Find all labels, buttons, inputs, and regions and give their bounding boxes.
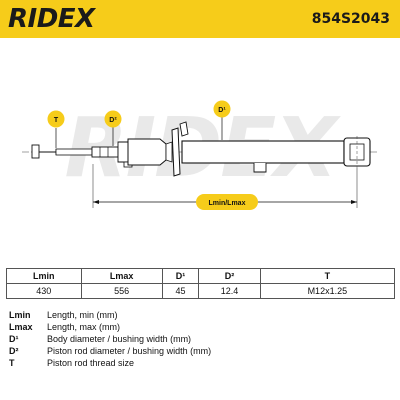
d1-badge — [213, 100, 231, 118]
spec-value-lmax: 556 — [80, 283, 163, 299]
spec-table: Lmin Lmax D¹ D² T 430 556 45 12.4 M12x1.… — [6, 268, 396, 299]
length-badge-label: Lmin/Lmax — [209, 200, 246, 207]
legend-desc: Length, max (mm) — [47, 322, 121, 332]
body-bracket — [253, 163, 267, 173]
d2-badge — [104, 110, 122, 128]
spec-value-row: 430 556 45 12.4 M12x1.25 — [6, 283, 396, 299]
legend-item: D² Piston rod diameter / bushing width (m… — [9, 345, 211, 357]
legend-item: Lmin Length, min (mm) — [9, 309, 211, 321]
spec-header-d2: D² — [198, 268, 261, 284]
legend-key: D¹ — [9, 334, 19, 344]
legend: Lmin Length, min (mm) Lmax Length, max (mm… — [9, 309, 211, 369]
legend-desc: Body diameter / bushing width (mm) — [47, 334, 192, 344]
rod-collar — [91, 146, 119, 158]
spec-value-d2: 12.4 — [198, 283, 261, 299]
length-badge — [196, 194, 258, 210]
legend-item: Lmax Length, max (mm) — [9, 321, 211, 333]
spec-header-lmax: Lmax — [80, 268, 163, 284]
piston-rod — [55, 148, 93, 156]
thread-nut — [31, 144, 40, 159]
t-badge — [47, 110, 65, 128]
legend-desc: Piston rod thread size — [47, 358, 135, 368]
legend-key: Lmax — [9, 322, 33, 332]
spec-header-lmin: Lmin — [6, 268, 82, 284]
legend-key: D² — [9, 346, 19, 356]
brand-logo: RIDEX — [8, 4, 95, 34]
spec-value-t: M12x1.25 — [259, 283, 396, 299]
body-tube — [181, 140, 345, 164]
spec-header-row: Lmin Lmax D¹ D² T — [6, 268, 396, 284]
spec-header-d1: D¹ — [161, 268, 200, 284]
t-badge-label: T — [54, 117, 59, 124]
legend-desc: Length, min (mm) — [47, 310, 118, 320]
d1-badge-label: D¹ — [218, 107, 226, 114]
shock-absorber-drawing: RIDEX D¹ D² T Lmin/Lmax — [22, 100, 378, 210]
d2-badge-label: D² — [109, 117, 117, 124]
header-bar: RIDEX 854S2043 — [0, 0, 400, 38]
legend-desc: Piston rod diameter / bushing width (mm) — [47, 346, 212, 356]
legend-key: Lmin — [9, 310, 31, 320]
spec-value-d1: 45 — [161, 283, 200, 299]
legend-item: D¹ Body diameter / bushing width (mm) — [9, 333, 211, 345]
top-cap — [127, 138, 167, 166]
upper-bracket — [117, 141, 129, 163]
legend-item: T Piston rod thread size — [9, 357, 211, 369]
spec-value-lmin: 430 — [6, 283, 82, 299]
spec-header-t: T — [259, 268, 396, 284]
part-number: 854S2043 — [311, 11, 390, 27]
legend-key: T — [9, 358, 15, 368]
spring-seat — [171, 127, 181, 177]
